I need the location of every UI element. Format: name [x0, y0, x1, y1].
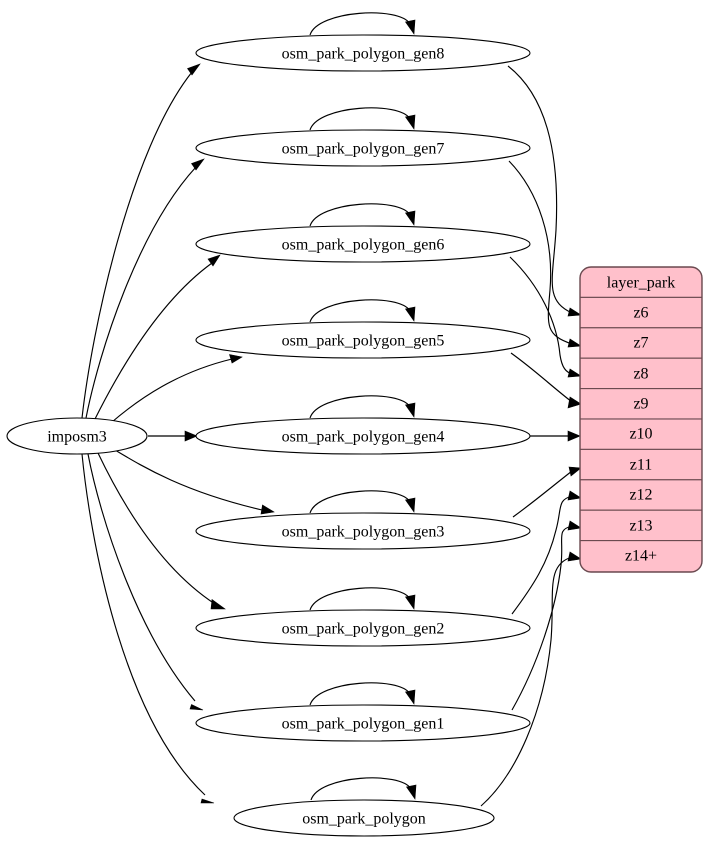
- node-label-base: osm_park_polygon: [302, 811, 426, 828]
- node-ellipse-gen8[interactable]: [195, 34, 531, 72]
- node-label-gen8: osm_park_polygon_gen8: [282, 46, 445, 63]
- node-ellipse-gen5[interactable]: [195, 321, 531, 359]
- edge-gen4-to-z10: [530, 430, 581, 442]
- node-ellipse-gen4[interactable]: [195, 417, 531, 455]
- node-ellipse-gen1[interactable]: [195, 704, 531, 742]
- table-row-z6[interactable]: [580, 296, 702, 329]
- table-row-z12[interactable]: [580, 479, 702, 511]
- table-row-z9[interactable]: [580, 388, 702, 420]
- node-gen8[interactable]: osm_park_polygon_gen8: [195, 34, 531, 72]
- edge-gen2-to-z12: [511, 490, 582, 615]
- edge-imposm3-to-gen3: [114, 449, 275, 515]
- table-label-z11: z11: [630, 457, 653, 474]
- node-gen1[interactable]: osm_park_polygon_gen1: [195, 704, 531, 742]
- edge-imposm3-to-base: [81, 453, 215, 804]
- node-label-gen2: osm_park_polygon_gen2: [282, 621, 445, 638]
- self-loop-gen4: [309, 395, 416, 419]
- self-loop-gen1: [309, 682, 416, 706]
- node-gen6[interactable]: osm_park_polygon_gen6: [195, 225, 531, 263]
- node-gen4[interactable]: osm_park_polygon_gen4: [195, 417, 531, 455]
- edges-nodes-to-table: [480, 65, 582, 807]
- table-row-z13[interactable]: [580, 509, 702, 542]
- self-loop-gen6: [309, 203, 416, 227]
- table-label-z13: z13: [629, 518, 652, 535]
- edge-gen8-to-z6: [507, 65, 582, 317]
- edge-gen1-to-z13: [511, 520, 582, 711]
- node-ellipse-gen7[interactable]: [195, 129, 531, 167]
- table-border: [579, 266, 703, 573]
- node-ellipse-gen6[interactable]: [195, 225, 531, 263]
- edges-source-to-nodes: [81, 63, 275, 804]
- edge-imposm3-to-gen6: [94, 254, 221, 420]
- self-loop-gen3: [309, 490, 416, 514]
- edge-gen7-to-z7: [508, 160, 582, 348]
- node-label-gen5: osm_park_polygon_gen5: [282, 333, 445, 350]
- edge-imposm3-to-gen4: [148, 430, 198, 442]
- table-row-z14plus[interactable]: [580, 540, 702, 572]
- node-label-imposm3: imposm3: [47, 429, 107, 446]
- self-loop-gen5: [309, 299, 416, 323]
- table-label-z10: z10: [629, 426, 652, 443]
- self-loop-gen8: [309, 12, 416, 36]
- node-imposm3[interactable]: imposm3: [6, 417, 148, 455]
- self-loop-gen2: [309, 587, 416, 611]
- node-gen2[interactable]: osm_park_polygon_gen2: [195, 609, 531, 647]
- edge-gen3-to-z11: [512, 466, 582, 518]
- node-label-gen1: osm_park_polygon_gen1: [282, 716, 445, 733]
- table-header-cell: [580, 267, 702, 298]
- edge-imposm3-to-gen1: [87, 453, 204, 711]
- node-label-gen7: osm_park_polygon_gen7: [282, 141, 445, 158]
- table-label-z12: z12: [629, 487, 652, 504]
- edge-gen5-to-z9: [510, 352, 582, 409]
- edge-imposm3-to-gen8: [81, 63, 201, 419]
- self-loop-base: [310, 777, 417, 801]
- table-label-z14plus: z14+: [625, 548, 657, 565]
- edge-base-to-z14plus: [480, 551, 582, 807]
- table-label-z6: z6: [633, 305, 648, 322]
- table-label-z8: z8: [633, 366, 648, 383]
- node-ellipse-base[interactable]: [233, 799, 495, 837]
- table-header-label: layer_park: [607, 275, 675, 292]
- node-gen7[interactable]: osm_park_polygon_gen7: [195, 129, 531, 167]
- edges-self-loops: [309, 12, 417, 801]
- node-gen5[interactable]: osm_park_polygon_gen5: [195, 321, 531, 359]
- node-label-gen6: osm_park_polygon_gen6: [282, 237, 445, 254]
- edge-imposm3-to-gen2: [97, 452, 226, 610]
- node-gen3[interactable]: osm_park_polygon_gen3: [195, 512, 531, 550]
- node-label-gen3: osm_park_polygon_gen3: [282, 524, 445, 541]
- table-label-z9: z9: [633, 396, 648, 413]
- table-row-z8[interactable]: [580, 357, 702, 390]
- layer-park-table[interactable]: layer_park z6 z7 z8 z9 z10 z11 z12 z13 z…: [579, 266, 703, 573]
- nodes-group: osm_park_polygon_gen8 osm_park_polygon_g…: [6, 34, 531, 837]
- table-label-z7: z7: [633, 335, 648, 352]
- node-ellipse-gen2[interactable]: [195, 609, 531, 647]
- self-loop-gen7: [309, 107, 416, 131]
- edge-imposm3-to-gen7: [85, 158, 205, 419]
- node-ellipse-imposm3[interactable]: [6, 417, 148, 455]
- edge-gen6-to-z8: [509, 256, 582, 378]
- node-ellipse-gen3[interactable]: [195, 512, 531, 550]
- edge-imposm3-to-gen5: [111, 354, 243, 423]
- node-base[interactable]: osm_park_polygon: [233, 799, 495, 837]
- node-label-gen4: osm_park_polygon_gen4: [282, 429, 445, 446]
- table-row-z11[interactable]: [580, 448, 702, 481]
